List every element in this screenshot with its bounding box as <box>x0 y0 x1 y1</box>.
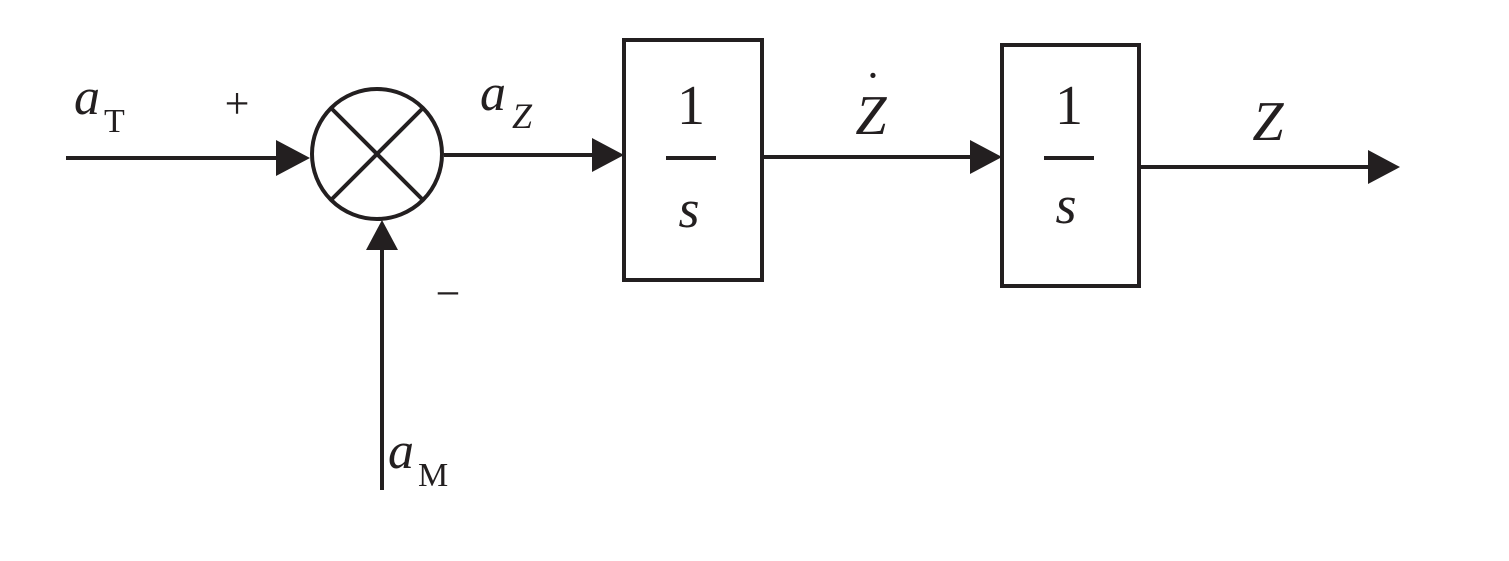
input-m-symbol: a <box>388 423 414 480</box>
mid-signal-arrowhead <box>970 140 1002 174</box>
mid-signal-symbol: Z <box>855 85 887 147</box>
summing-junction <box>310 87 444 221</box>
mid-signal-dot: · <box>866 51 881 100</box>
error-signal-arrowhead <box>592 138 624 172</box>
input-t-subscript: T <box>104 103 125 140</box>
block2-denominator: s <box>1055 175 1076 235</box>
block1-denominator: s <box>678 179 699 239</box>
integrator-block-1: 1 s <box>622 38 764 282</box>
block1-numerator: 1 <box>677 75 705 137</box>
error-signal-symbol: a <box>480 65 506 122</box>
input-m-arrowhead <box>366 220 398 250</box>
integrator-block-2: 1 s <box>1000 43 1141 288</box>
input-m-subscript: M <box>418 457 448 494</box>
plus-sign: + <box>225 79 250 128</box>
block2-numerator: 1 <box>1055 75 1083 137</box>
output-arrowhead <box>1368 150 1400 184</box>
mid-signal-label: · Z <box>855 51 887 147</box>
error-signal-subscript: Z <box>512 96 533 136</box>
output-label: Z <box>1252 91 1284 153</box>
input-t-symbol: a <box>74 69 100 126</box>
input-t-arrowhead <box>276 140 310 176</box>
minus-sign: − <box>436 269 461 318</box>
